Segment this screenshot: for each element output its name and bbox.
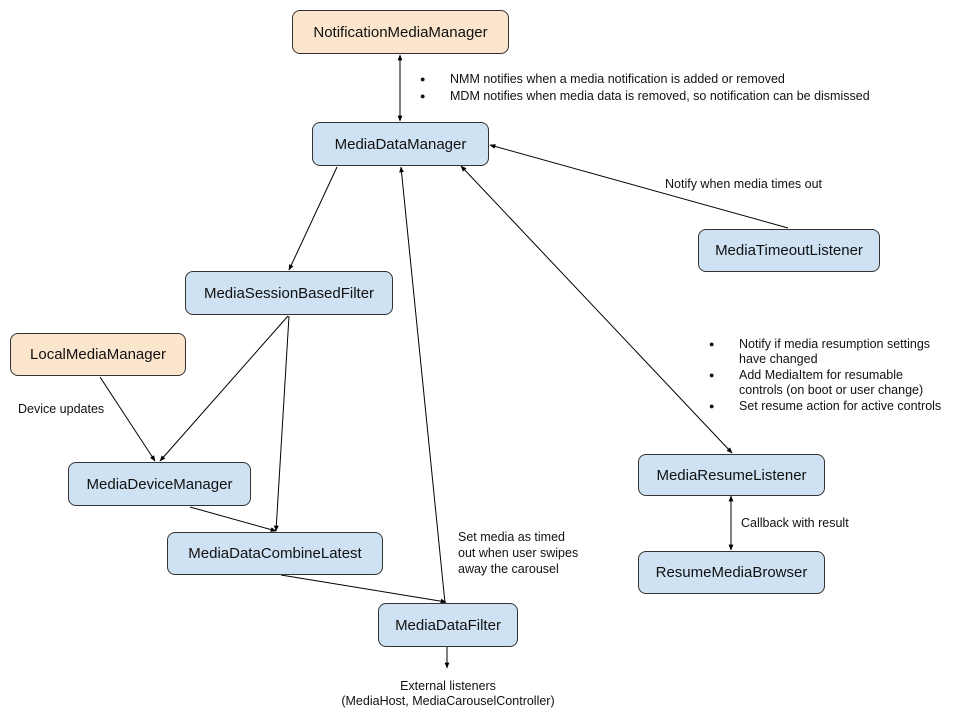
note-resume-line: Set resume action for active controls [739, 399, 942, 413]
note-external-line: (MediaHost, MediaCarouselController) [341, 694, 555, 708]
note-callback: Callback with result [741, 516, 849, 530]
note-nmm-mdm: NMM notifies when a media notification i… [420, 72, 870, 104]
node-local-media-manager: LocalMediaManager [10, 333, 186, 376]
node-notification-media-manager: NotificationMediaManager [292, 10, 509, 54]
edge-mdm-sessionfilter [288, 166, 338, 271]
note-set-timed-out-line: Set media as timed [458, 530, 565, 544]
note-resume: Notify if media resumption settings have… [709, 337, 941, 414]
note-set-timed-out-line: away the carousel [458, 562, 559, 576]
node-media-data-filter: MediaDataFilter [378, 603, 518, 647]
note-set-timed-out: Set media as timed out when user swipes … [458, 529, 578, 577]
edge-combinelatest-filter [280, 574, 447, 604]
note-resume-line: have changed [739, 352, 818, 366]
note-timeout: Notify when media times out [665, 177, 823, 191]
note-nmm-mdm-item: NMM notifies when a media notification i… [420, 72, 870, 87]
note-nmm-mdm-item: MDM notifies when media data is removed,… [420, 89, 870, 104]
edge-local-devicemanager [99, 376, 156, 462]
edge-filter-mdm [399, 166, 446, 604]
edge-devicemanager-combinelatest [189, 506, 277, 532]
node-media-data-combine-latest: MediaDataCombineLatest [167, 532, 383, 575]
node-media-data-manager: MediaDataManager [312, 122, 489, 166]
note-resume-line: Notify if media resumption settings [739, 337, 931, 351]
node-media-device-manager: MediaDeviceManager [68, 462, 251, 506]
node-media-timeout-listener: MediaTimeoutListener [698, 229, 880, 272]
edge-mdm-resume [460, 165, 733, 454]
note-device-updates: Device updates [18, 402, 105, 416]
note-resume-item: Set resume action for active controls [709, 399, 941, 414]
note-resume-line: Add MediaItem for resumable [739, 368, 903, 382]
note-resume-line: controls (on boot or user change) [739, 383, 924, 397]
edge-sessionfilter-combinelatest [273, 315, 290, 532]
node-media-resume-listener: MediaResumeListener [638, 454, 825, 496]
node-media-session-based-filter: MediaSessionBasedFilter [185, 271, 393, 315]
note-resume-item: Notify if media resumption settings have… [709, 337, 941, 367]
note-external-line: External listeners [400, 679, 496, 693]
node-resume-media-browser: ResumeMediaBrowser [638, 551, 825, 594]
note-set-timed-out-line: out when user swipes [458, 546, 579, 560]
note-resume-item: Add MediaItem for resumable controls (on… [709, 368, 941, 398]
edge-sessionfilter-devicemanager [159, 315, 289, 462]
note-external: External listeners (MediaHost, MediaCaro… [327, 679, 569, 709]
